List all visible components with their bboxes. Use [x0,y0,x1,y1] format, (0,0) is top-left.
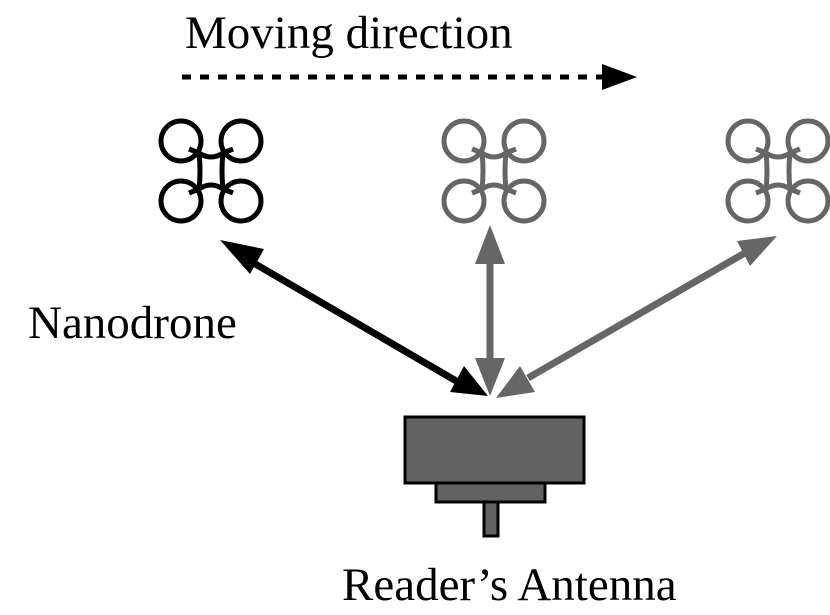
nanodrone-label: Nanodrone [28,297,237,349]
moving-direction-arrow [182,64,637,90]
link-arrow-right [496,236,777,398]
nanodrone-icon [161,121,261,221]
link-arrow-left [220,240,488,396]
link-arrow-center [475,225,505,396]
antenna-label: Reader’s Antenna [342,559,677,611]
reader-antenna-icon [403,415,586,538]
nanodrone-ghost-icon [728,121,828,221]
moving-direction-label: Moving direction [185,7,513,59]
nanodrone-ghost-icon [444,121,544,221]
